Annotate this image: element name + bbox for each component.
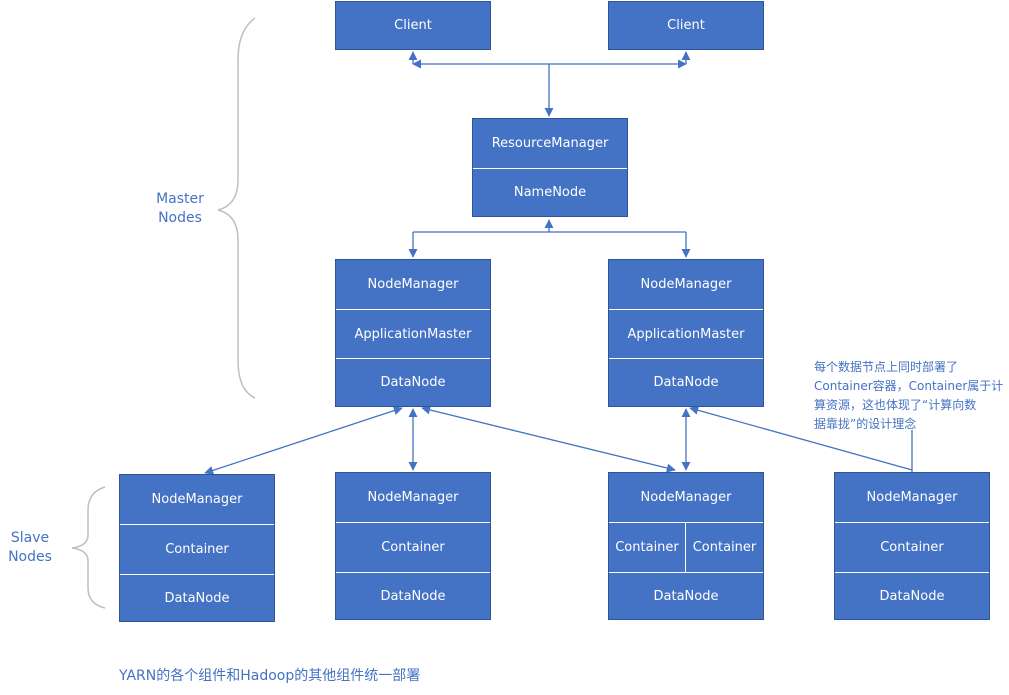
slave-node-4: NodeManager Container DataNode: [834, 472, 990, 620]
figure-caption: YARN的各个组件和Hadoop的其他组件统一部署: [119, 668, 421, 684]
container-label: Container: [120, 524, 274, 574]
slave-brace: [71, 486, 106, 609]
container-label: Container: [835, 522, 989, 572]
nodemanager-label: NodeManager: [640, 277, 732, 292]
client-label: Client: [667, 18, 705, 33]
client-box-2: Client: [608, 1, 764, 50]
client-label: Client: [394, 18, 432, 33]
datanode-label: DataNode: [835, 572, 989, 619]
datanode-label: DataNode: [336, 358, 490, 406]
slave-node-2: NodeManager Container DataNode: [335, 472, 491, 620]
master-nodes-label: Master Nodes: [156, 191, 204, 226]
master-node-1: NodeManager ApplicationMaster DataNode: [335, 259, 491, 407]
resource-manager-box: ResourceManager NameNode: [472, 118, 628, 217]
link-m1-s1: [204, 406, 403, 475]
slave-node-3: NodeManager Container Container DataNode: [608, 472, 764, 620]
applicationmaster-label: ApplicationMaster: [609, 309, 763, 358]
annotation-note: 每个数据节点上同时部署了 Container容器，Container属于计 算资…: [814, 360, 1004, 431]
nodemanager-label: NodeManager: [640, 490, 732, 505]
link-m2-s4: [689, 405, 913, 471]
master-node-2: NodeManager ApplicationMaster DataNode: [608, 259, 764, 407]
namenode-label: NameNode: [473, 168, 627, 216]
container-row: Container Container: [609, 522, 763, 572]
datanode-label: DataNode: [336, 572, 490, 619]
datanode-label: DataNode: [120, 574, 274, 621]
nodemanager-label: NodeManager: [367, 490, 459, 505]
applicationmaster-label: ApplicationMaster: [336, 309, 490, 358]
container-label: Container: [609, 523, 686, 572]
master-brace: [217, 17, 256, 399]
container-label: Container: [692, 540, 757, 555]
datanode-label: DataNode: [609, 358, 763, 406]
link-m1-s3: [421, 405, 676, 473]
nodemanager-label: NodeManager: [866, 490, 958, 505]
client-box-1: Client: [335, 1, 491, 50]
container-label: Container: [336, 522, 490, 572]
nodemanager-label: NodeManager: [367, 277, 459, 292]
slave-nodes-label: Slave Nodes: [8, 530, 52, 565]
slave-node-1: NodeManager Container DataNode: [119, 474, 275, 622]
nodemanager-label: NodeManager: [151, 492, 243, 507]
datanode-label: DataNode: [609, 572, 763, 619]
resource-manager-label: ResourceManager: [491, 136, 609, 151]
